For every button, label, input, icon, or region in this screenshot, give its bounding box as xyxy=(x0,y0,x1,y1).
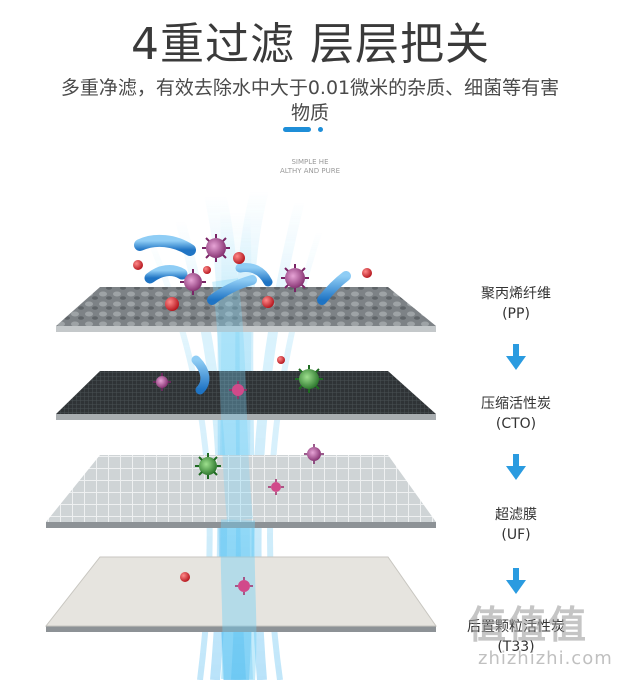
layer-label-uf: 超滤膜 (UF) xyxy=(436,505,596,545)
watermark-logo: 值值值 xyxy=(468,603,589,647)
red-particles xyxy=(133,252,372,582)
central-stream xyxy=(212,278,257,680)
layer-abbr: (T33) xyxy=(497,639,535,655)
layer-abbr: (UF) xyxy=(501,527,531,543)
layer-abbr: (PP) xyxy=(502,306,530,322)
layer-label-pp: 聚丙烯纤维 (PP) xyxy=(436,284,596,324)
page-subtitle: 多重净滤，有效去除水中大于0.01微米的杂质、细菌等有害物质 xyxy=(60,77,560,124)
layer-name: 聚丙烯纤维 xyxy=(481,286,551,302)
decoration-dot xyxy=(318,127,323,132)
layer-name: 后置颗粒活性炭 xyxy=(467,619,565,635)
layer-name: 超滤膜 xyxy=(495,507,537,523)
viruses xyxy=(153,234,324,595)
filter-layer-2 xyxy=(56,371,436,420)
filter-layer-3 xyxy=(46,455,436,528)
arrow-down-icon xyxy=(506,454,526,480)
layer-label-cto: 压缩活性炭 (CTO) xyxy=(436,394,596,434)
watermark-url: zhizhizhi.com xyxy=(478,648,613,669)
filter-layer-1 xyxy=(56,287,436,332)
filter-layer-4 xyxy=(44,556,437,632)
decoration-bar xyxy=(283,127,311,132)
arrow-down-icon xyxy=(506,344,526,370)
tagline-line-1: SIMPLE HE xyxy=(291,158,329,166)
tagline: SIMPLE HE ALTHY AND PURE xyxy=(255,158,365,176)
layer-label-t33: 后置颗粒活性炭 (T33) xyxy=(436,617,596,657)
page-title: 4重过滤 层层把关 xyxy=(131,19,490,70)
layer-name: 压缩活性炭 xyxy=(481,396,551,412)
arrow-down-icon xyxy=(506,568,526,594)
tagline-line-2: ALTHY AND PURE xyxy=(279,167,341,175)
layer-abbr: (CTO) xyxy=(495,416,537,432)
bacteria xyxy=(134,234,351,395)
title-decoration xyxy=(283,127,323,132)
